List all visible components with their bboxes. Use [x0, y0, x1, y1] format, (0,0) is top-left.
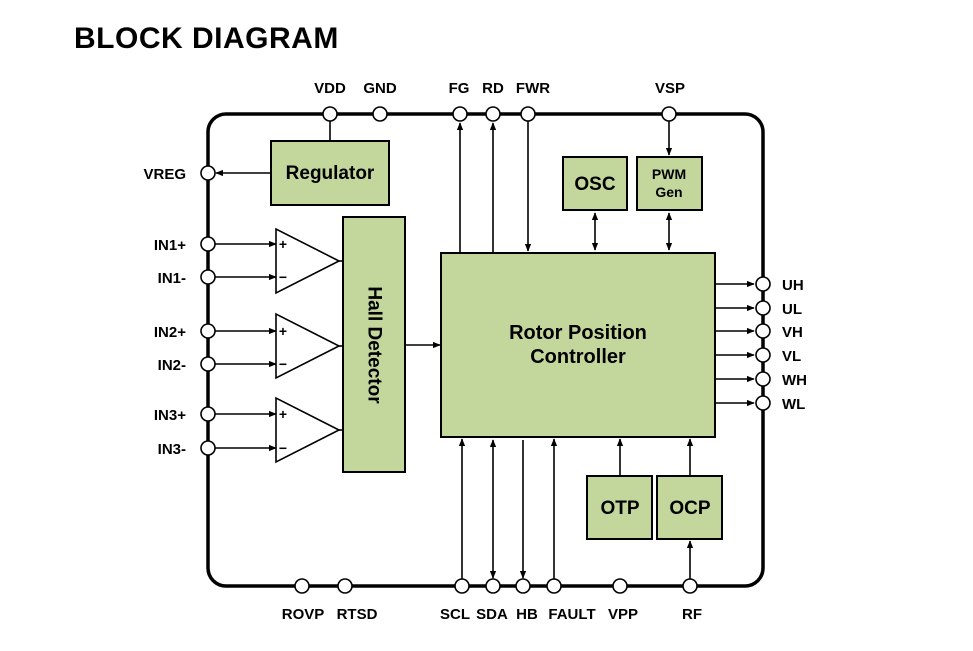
pwm-gen-label-line1: PWM — [652, 166, 686, 182]
pin-vl — [755, 347, 771, 363]
hall-amplifier-3 — [275, 396, 341, 464]
pin-rd — [485, 106, 501, 122]
label-fwr: FWR — [516, 80, 550, 97]
pin-ul — [755, 300, 771, 316]
label-rovp: ROVP — [282, 606, 325, 623]
label-wl: WL — [782, 396, 805, 413]
ocp-block — [656, 475, 723, 540]
label-uh: UH — [782, 277, 804, 294]
ocp-label: OCP — [669, 498, 711, 519]
label-rd: RD — [482, 80, 504, 97]
regulator-block — [270, 140, 390, 206]
pin-in1p — [200, 236, 216, 252]
amp1-minus: − — [279, 269, 287, 285]
pwm-gen-label-line2: Gen — [655, 184, 682, 200]
rotor-label-line1: Rotor Position — [509, 322, 647, 344]
pin-vh — [755, 323, 771, 339]
label-in2n: IN2- — [158, 357, 186, 374]
otp-label: OTP — [600, 498, 639, 519]
label-vreg: VREG — [143, 166, 186, 183]
pin-in3p — [200, 406, 216, 422]
amp2-plus: + — [279, 323, 287, 339]
regulator-label: Regulator — [286, 163, 375, 184]
label-wh: WH — [782, 372, 807, 389]
pin-wh — [755, 371, 771, 387]
label-in3p: IN3+ — [154, 407, 186, 424]
label-in1p: IN1+ — [154, 237, 186, 254]
label-hb: HB — [516, 606, 538, 623]
pin-in1n — [200, 269, 216, 285]
amp3-plus: + — [279, 406, 287, 422]
label-fg: FG — [449, 80, 470, 97]
pin-fwr — [520, 106, 536, 122]
pin-wl — [755, 395, 771, 411]
pin-hb — [515, 578, 531, 594]
pin-rtsd — [337, 578, 353, 594]
label-rf: RF — [682, 606, 702, 623]
label-scl: SCL — [440, 606, 470, 623]
label-vh: VH — [782, 324, 803, 341]
hall-detector-label: Hall Detector — [364, 286, 385, 404]
label-vsp: VSP — [655, 80, 685, 97]
pin-rovp — [294, 578, 310, 594]
pin-vreg — [200, 165, 216, 181]
pin-uh — [755, 276, 771, 292]
pin-fg — [452, 106, 468, 122]
hall-amplifier-2 — [275, 312, 341, 380]
label-in2p: IN2+ — [154, 324, 186, 341]
pin-vdd — [322, 106, 338, 122]
label-vpp: VPP — [608, 606, 638, 623]
pin-in3n — [200, 440, 216, 456]
label-fault: FAULT — [548, 606, 595, 623]
label-rtsd: RTSD — [337, 606, 378, 623]
pin-scl — [454, 578, 470, 594]
otp-block — [586, 475, 653, 540]
label-in1n: IN1- — [158, 270, 186, 287]
rotor-position-controller-block — [440, 252, 716, 438]
hall-amplifier-1 — [275, 227, 341, 295]
label-sda: SDA — [476, 606, 508, 623]
pin-vpp — [612, 578, 628, 594]
rotor-label-line2: Controller — [530, 346, 626, 368]
osc-label: OSC — [574, 174, 615, 195]
label-vl: VL — [782, 348, 801, 365]
pin-vsp — [661, 106, 677, 122]
pin-in2n — [200, 356, 216, 372]
label-gnd: GND — [363, 80, 397, 97]
label-vdd: VDD — [314, 80, 346, 97]
pin-in2p — [200, 323, 216, 339]
label-in3n: IN3- — [158, 441, 186, 458]
pwm-gen-block — [636, 156, 703, 211]
label-ul: UL — [782, 301, 802, 318]
pin-fault — [546, 578, 562, 594]
page-title: BLOCK DIAGRAM — [74, 22, 339, 55]
amp2-minus: − — [279, 356, 287, 372]
osc-block — [562, 156, 628, 211]
hall-detector-block — [342, 216, 406, 473]
amp3-minus: − — [279, 440, 287, 456]
pin-gnd — [372, 106, 388, 122]
pin-rf — [682, 578, 698, 594]
pin-sda — [485, 578, 501, 594]
amp1-plus: + — [279, 236, 287, 252]
